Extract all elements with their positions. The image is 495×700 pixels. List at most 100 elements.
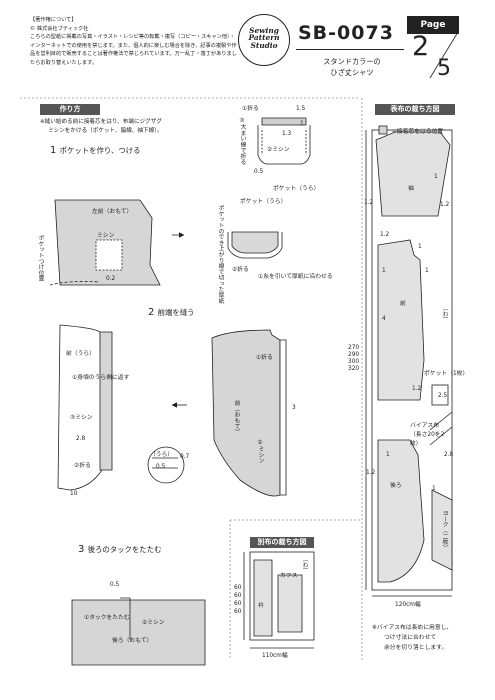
step2-heading: 2 前端を縫う [148,307,195,318]
s3-m05: 0.5 [110,582,120,588]
seam-14: 1 [432,486,436,492]
s1-fold2: ②折る [232,267,249,273]
sub-height-4: 60 [234,609,242,615]
copyright-text: こちらの型紙に掲載の写真・イラスト・レシピ等の転載・複写（コピー・スキャン他）・… [30,34,237,66]
step1-title: ポケットを作り、つける [59,146,141,155]
step1-heading: 1 ポケットを作り、つける [50,145,141,156]
s1-m15: 1.5 [296,106,306,112]
s1-fold1: ①折る [242,106,259,112]
sub-cuff: カフス [280,573,298,579]
s2-front-omote: 前（おもて） [233,400,239,435]
pattern-title-line1: スタンドカラーの [323,57,381,66]
page-number: 2 [412,31,430,62]
howto-note-2: ミシンをかける（ポケット、脇線、袖下線）。 [48,128,163,134]
seam-3: 1.2 [440,202,450,208]
s1-sew: ミシン [97,233,115,239]
s2-sew2: ②ミシン [257,440,263,464]
sub-fold: （わ） [301,556,307,574]
s1-m1: 1 [300,121,304,127]
layout-note-2: つけ寸法に合わせて [384,635,437,641]
page-label: Page [407,16,459,34]
layout-height-4: 320 [348,366,360,372]
s1-placement: ポケットつけ位置 [37,235,43,282]
pattern-title: スタンドカラーの ひざ丈シャツ [298,56,406,78]
step1-number: 1 [50,145,57,156]
seam-13: 2.8 [444,452,454,458]
sublayout-title: 別布の裁ち方図 [250,537,314,548]
s2-m3: 3 [292,405,296,411]
layout-height-1: 270 [348,345,360,351]
seam-5: 1 [418,244,422,250]
s2-m10: 10 [70,491,78,497]
s2-front-back: 前（うら） [66,351,95,357]
layout-fold: （わ） [441,305,447,323]
s2-m07: 0.7 [180,454,190,460]
layout-bias: バイアス布（長さ20を2枚） [410,423,445,447]
pattern-title-line2: ひざ丈シャツ [330,68,374,77]
s3-tuck: ①タックをたたむ [84,615,130,621]
howto-note-1: ※縫い始める前に接着芯をはり、布端にジグザグ [40,119,162,125]
s1-dim02: 0.2 [106,276,116,282]
logo-line-3: Studio [250,41,278,50]
seam-2: 1 [434,174,438,180]
page-total: 5 [437,56,451,81]
sub-height-3: 60 [234,601,242,607]
layout-width: 120cm幅 [395,602,421,608]
s2-fold2: ②折る [74,463,91,469]
s1-finish-line: ポケットのでき上がり線で切った厚紙 [217,205,223,304]
logo-line-1: Sewing [249,26,279,35]
s1-m05: 0.5 [254,169,264,175]
seam-10: 1.2 [366,470,376,476]
howto-title: 作り方 [40,104,100,115]
seam-12: 2.5 [438,393,448,399]
step3-heading: 3 後ろのタックをたたむ [78,544,161,555]
seam-11: 1 [386,452,390,458]
s2-fold-back: ①身頃のうら側に返す [72,375,130,381]
s2-m28: 2.8 [76,436,86,442]
s2-fold1b: ①折る [256,355,273,361]
copyright-heading: 【著作権について】 [30,17,77,23]
s1-pocket-front: ポケット（うら） [240,199,287,205]
step2-number: 2 [148,307,155,318]
layout-yoke: ヨーク（二枚） [441,510,447,551]
brand-logo: Sewing Pattern Studio [238,14,290,66]
copyright-company: © 株式会社ブティック社 [30,25,89,32]
s2-ura: （うら） [150,452,174,458]
sub-height-2: 60 [234,593,242,599]
seam-1: 1.2 [364,200,374,206]
s1-pocket-back: ポケット（うら） [273,186,320,192]
s3-sew2: ②ミシン [142,620,165,626]
layout-title: 表布の裁ち方図 [375,104,455,115]
s1-m13: 1.3 [282,131,292,137]
seam-6: 1 [382,268,386,274]
seam-4: 1.2 [380,232,390,238]
sub-height-1: 60 [234,585,242,591]
layout-height-2: 290 [348,352,360,358]
s1-left-front: 左前（おもて） [92,209,133,215]
step2-title: 前端を縫う [157,308,195,317]
layout-front: 前 [400,301,406,307]
layout-note-1: ※バイアス布は長めに用意し、 [372,625,453,631]
layout-back: 後ろ [390,483,402,489]
layout-legend: ＝接着芯をはる位置 [391,129,444,135]
s1-sew2: ②ミシン [267,147,290,153]
copyright-notice: 【著作権について】 © 株式会社ブティック社 こちらの型紙に掲載の写真・イラスト… [30,16,238,68]
s3-back-omote: 後ろ（おもて） [112,638,153,644]
sub-collar: 衿 [258,603,264,609]
layout-pocket: ポケット（1枚） [424,371,469,377]
pattern-code: SB-0073 [298,22,394,44]
step3-number: 3 [78,544,85,555]
seam-9: 4 [382,316,386,322]
step3-title: 後ろのタックをたたむ [87,545,162,554]
s2-sew3: ③ミシン [70,415,93,421]
sub-width: 110cm幅 [262,653,288,659]
header-rule [296,49,404,50]
seam-7: 1.2 [412,386,422,392]
s2-m05: 0.5 [156,464,166,470]
layout-sleeve: 袖 [408,186,414,192]
layout-height-3: 300 [348,359,360,365]
logo-line-2: Pattern [248,33,280,42]
seam-8: 1 [425,268,429,274]
s1-fold-edge: ③大まい線で折る [239,118,245,165]
